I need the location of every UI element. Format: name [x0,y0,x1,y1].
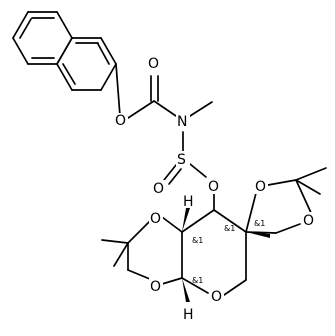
pyranose-core [181,209,247,296]
stereo-label-c4: &1 [192,276,203,285]
stereo-label-c3: &1 [254,219,265,228]
sulfinate-ester-oxygen: O [208,179,219,195]
carbamate-ester-oxygen: O [115,113,126,129]
left-dioxolane [101,216,183,285]
spiro-dioxolane-oxygen-top: O [255,179,266,195]
hydrogen-atom-top: H [183,194,194,210]
carbamate-chain [115,63,215,211]
hydrogen-atom-bottom: H [183,307,194,323]
spiro-dioxolane [245,167,327,234]
left-dioxolane-oxygen-top: O [150,211,161,227]
nitrogen-atom: N [177,114,187,130]
sulfur-atom: S [177,152,186,168]
spiro-dioxolane-oxygen-right: O [303,213,314,229]
atom-labels: O O N S O O O O O O O H H [114,55,316,323]
left-dioxolane-oxygen-bottom: O [150,279,161,295]
sulfinyl-oxygen: O [153,181,164,197]
stereo-label-c2: &1 [224,224,235,233]
stereo-descriptors: &1 &1 &1 &1 [192,219,265,285]
stereo-label-c1: &1 [192,236,203,245]
naphthalene-ring [12,11,117,91]
carbonyl-oxygen: O [148,56,159,72]
stereo-wedges [182,208,270,302]
pyran-ring-oxygen: O [211,289,222,305]
